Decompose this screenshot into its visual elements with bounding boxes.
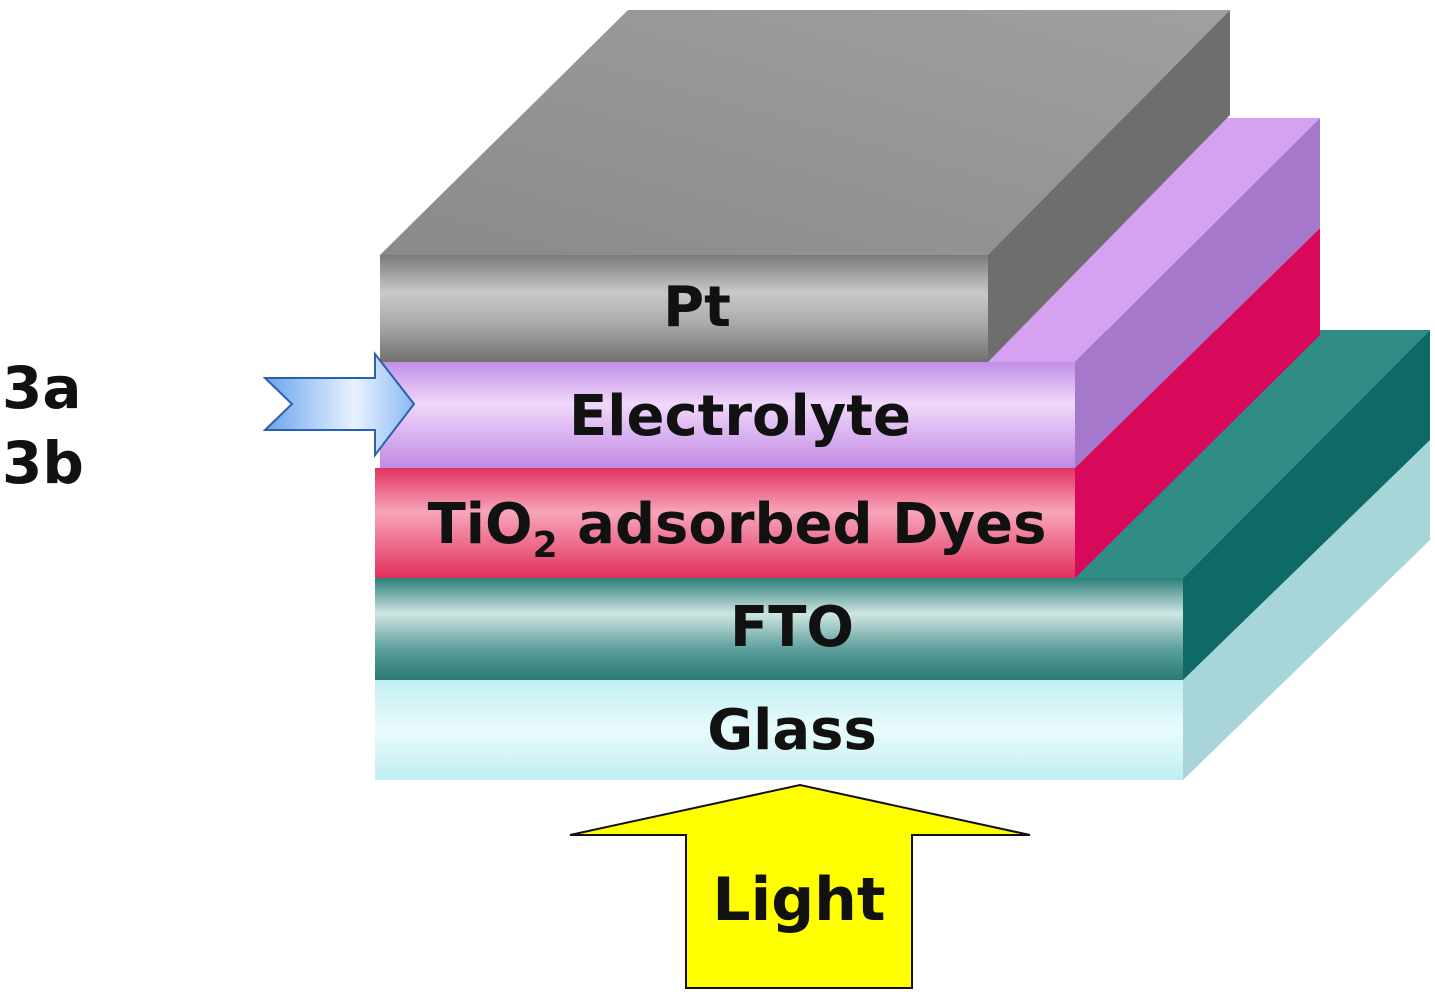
pt-top: [380, 10, 1230, 255]
electrolyte-front: [380, 362, 1075, 468]
electrolyte-label: Electrolyte: [569, 384, 911, 449]
tio2-front: [375, 468, 1075, 578]
fto-front: [375, 578, 1183, 680]
fto-side: [1183, 330, 1430, 680]
pt-front: [380, 255, 988, 362]
electrolyte-side: [1075, 118, 1320, 468]
tio2-label: TiO2 adsorbed Dyes: [428, 492, 1047, 566]
pt-label: Pt: [663, 275, 731, 340]
side-label-3b: 3b: [2, 429, 84, 497]
inlet-arrow-icon: [262, 351, 416, 458]
pt-layer: [380, 10, 1230, 362]
tio2-side: [1075, 228, 1320, 578]
pt-side: [988, 10, 1230, 362]
tio2-label-main: TiO: [428, 492, 533, 557]
fto-label: FTO: [730, 595, 854, 660]
glass-layer: [375, 440, 1430, 780]
side-label-3a: 3a: [2, 354, 82, 422]
glass-side: [1183, 440, 1430, 780]
tio2-label-rest: adsorbed Dyes: [558, 492, 1047, 557]
light-arrow-icon: [569, 783, 1031, 989]
glass-label: Glass: [707, 698, 877, 763]
tio2-layer: [375, 228, 1320, 578]
light-label: Light: [712, 865, 885, 935]
tio2-label-subscript: 2: [533, 525, 558, 566]
glass-front: [375, 680, 1183, 780]
